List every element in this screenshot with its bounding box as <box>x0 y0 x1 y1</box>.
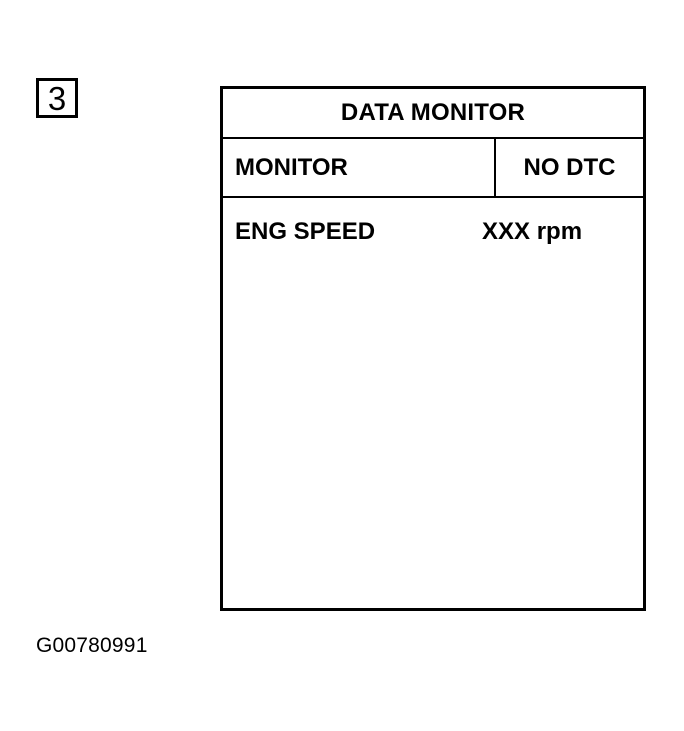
data-value: XXX rpm <box>482 218 583 245</box>
tab-monitor[interactable]: MONITOR <box>223 139 496 196</box>
data-row-eng-speed: ENG SPEED XXX rpm <box>235 216 595 248</box>
step-number: 3 <box>47 79 67 117</box>
data-label: ENG SPEED <box>235 218 376 245</box>
data-monitor-panel: DATA MONITOR MONITOR NO DTC ENG SPEED XX… <box>220 86 646 611</box>
monitor-data-area: ENG SPEED XXX rpm <box>223 198 643 608</box>
step-number-badge: 3 <box>36 78 78 118</box>
panel-title: DATA MONITOR <box>223 89 643 139</box>
monitor-tab-row: MONITOR NO DTC <box>223 139 643 198</box>
figure-id: G00780991 <box>36 634 148 657</box>
tab-no-dtc[interactable]: NO DTC <box>523 153 616 181</box>
